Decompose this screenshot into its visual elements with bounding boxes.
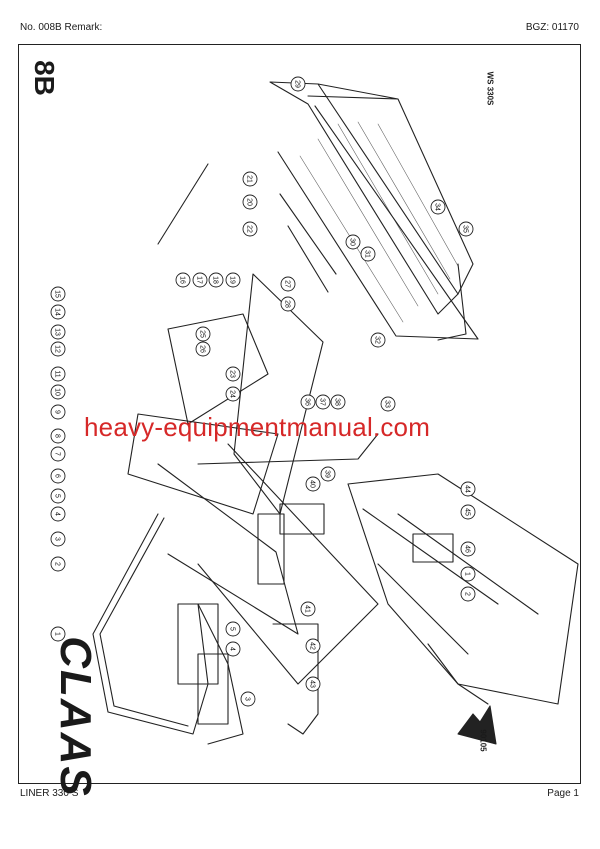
model-code: WS 330S: [485, 71, 495, 106]
part-callout-label: 44: [464, 485, 471, 493]
part-callout-label: 23: [229, 370, 236, 378]
part-callout-label: 26: [199, 345, 206, 353]
watermark-text: heavy-equipmentmanual.com: [84, 412, 431, 442]
part-callout-label: 38: [334, 398, 341, 406]
part-callout-label: 43: [309, 680, 316, 688]
part-callout-label: 19: [229, 276, 236, 284]
part-callout-label: 11: [54, 370, 61, 377]
footer-page-number: Page 1: [547, 788, 579, 799]
part-callout-label: 7: [54, 452, 61, 456]
part-callout-label: 12: [54, 345, 61, 353]
part-callout-label: 41: [304, 605, 311, 613]
part-callout-label: 4: [54, 512, 61, 516]
part-callout-label: 29: [294, 80, 301, 88]
part-callout-label: 1: [464, 572, 471, 576]
part-callout-label: 37: [319, 398, 326, 406]
part-callout-label: 13: [54, 328, 61, 336]
part-callout-label: 15: [54, 290, 61, 298]
footer-model-name: LINER 330 S: [20, 788, 79, 799]
claas-logo: CLAAS: [50, 636, 100, 798]
part-callout-label: 25: [199, 330, 206, 338]
part-callout-label: 1: [54, 632, 61, 636]
part-callout-label: 35: [462, 225, 469, 233]
part-callout-label: 40: [309, 480, 316, 488]
part-callout-label: 10: [54, 388, 61, 396]
part-callout-label: 2: [464, 592, 471, 596]
part-callout-label: 31: [364, 250, 371, 258]
part-callout-label: 8: [54, 434, 61, 438]
part-callout-label: 5: [229, 627, 236, 631]
part-callout-label: 46: [464, 545, 471, 553]
part-callout-label: 14: [54, 308, 61, 316]
part-callout-label: 34: [434, 203, 441, 211]
drawing-frame: [18, 44, 581, 784]
part-callout-label: 21: [246, 175, 253, 183]
part-callout-label: 3: [54, 537, 61, 541]
drawing-reference: 90105: [478, 729, 488, 752]
part-callout-label: 6: [54, 474, 61, 478]
part-callout-label: 3: [244, 697, 251, 701]
part-callout-label: 36: [304, 398, 311, 406]
part-callout-label: 22: [246, 225, 253, 233]
part-callout-label: 2: [54, 562, 61, 566]
part-callout-label: 30: [349, 238, 356, 246]
part-callout-label: 32: [374, 336, 381, 344]
part-callout-label: 42: [309, 642, 316, 650]
part-callout-label: 4: [229, 647, 236, 651]
part-callout-label: 27: [284, 280, 291, 288]
part-callout-label: 33: [384, 400, 391, 408]
part-callout-label: 24: [229, 390, 236, 398]
part-callout-label: 18: [212, 276, 219, 284]
part-callout-label: 20: [246, 198, 253, 206]
part-callout-label: 9: [54, 410, 61, 414]
sheet-number: 8B: [28, 60, 60, 96]
header-doc-number: No. 008B Remark:: [20, 22, 103, 33]
part-callout-label: 16: [179, 276, 186, 284]
part-callout-label: 45: [464, 508, 471, 516]
part-callout-label: 28: [284, 300, 291, 308]
part-callout-label: 5: [54, 494, 61, 498]
part-callout-label: 39: [324, 470, 331, 478]
part-callout-label: 17: [196, 276, 203, 284]
header-bgz-code: BGZ: 01170: [525, 22, 579, 33]
